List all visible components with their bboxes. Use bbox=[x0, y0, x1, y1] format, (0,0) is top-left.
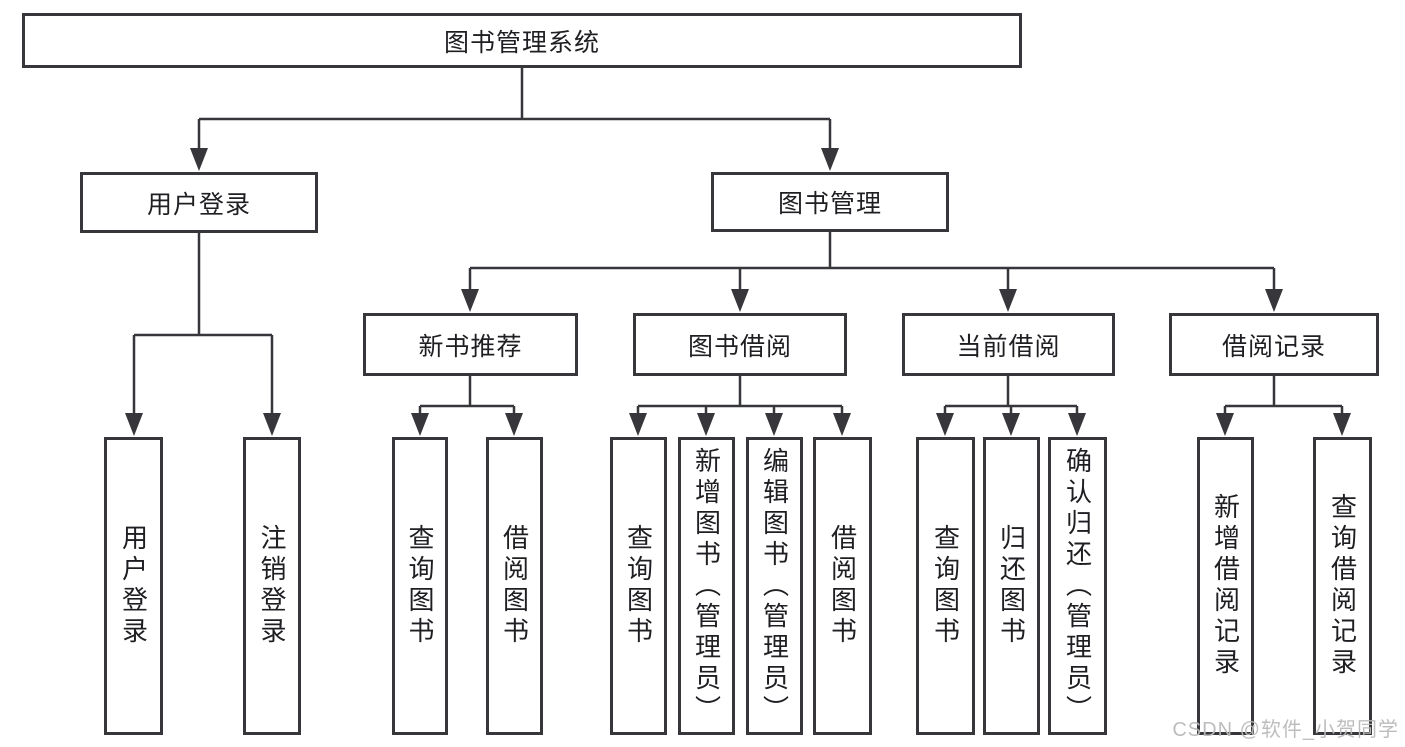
arrowhead-down-icon bbox=[697, 413, 715, 436]
arrowhead-down-icon bbox=[263, 413, 281, 436]
node-current-borrow: 当前借阅 bbox=[902, 313, 1115, 376]
connector-root-to-level2 bbox=[197, 68, 832, 152]
leaf-edit-books-admin-label: 编辑图书（管理员） bbox=[759, 446, 790, 726]
csdn-watermark: CSDN @软件_小贺同学 bbox=[1172, 719, 1399, 741]
leaf-borrow-books: 借阅图书 bbox=[813, 437, 872, 735]
leaf-query-borrow-record-label: 查询借阅记录 bbox=[1327, 493, 1358, 679]
arrowhead-down-icon bbox=[936, 413, 954, 436]
connector-borrow-records-to-leaves bbox=[1223, 376, 1344, 418]
node-book-borrow: 图书借阅 bbox=[633, 313, 847, 376]
leaf-add-borrow-record-label: 新增借阅记录 bbox=[1210, 493, 1241, 679]
connector-book-management-to-level3 bbox=[468, 232, 1276, 294]
arrowhead-down-icon bbox=[1333, 413, 1351, 436]
node-library-system-label: 图书管理系统 bbox=[443, 28, 600, 57]
arrowhead-down-icon bbox=[461, 289, 479, 312]
arrowhead-down-icon bbox=[629, 413, 647, 436]
leaf-confirm-return-admin: 确认归还（管理员） bbox=[1048, 437, 1107, 735]
arrowhead-down-icon bbox=[999, 289, 1017, 312]
arrowhead-down-icon bbox=[1002, 413, 1020, 436]
leaf-query-books-recommend: 查询图书 bbox=[392, 437, 448, 735]
node-borrow-records: 借阅记录 bbox=[1169, 313, 1379, 376]
leaf-logout-label: 注销登录 bbox=[257, 524, 287, 648]
arrowhead-down-icon bbox=[190, 148, 208, 171]
connector-current-borrow-to-leaves bbox=[943, 376, 1079, 418]
connector-book-borrow-to-leaves bbox=[636, 376, 844, 418]
arrowhead-down-icon bbox=[731, 289, 749, 312]
leaf-add-books-admin-label: 新增图书（管理员） bbox=[691, 446, 722, 726]
leaf-borrow-books-recommend-label: 借阅图书 bbox=[499, 524, 530, 648]
leaf-query-books-recommend-label: 查询图书 bbox=[405, 524, 435, 648]
node-book-management-label: 图书管理 bbox=[777, 190, 882, 218]
connector-new-book-recommend-to-leaves bbox=[418, 376, 516, 418]
leaf-return-books-label: 归还图书 bbox=[996, 524, 1027, 648]
leaf-borrow-books-label: 借阅图书 bbox=[827, 524, 858, 648]
node-book-borrow-label: 图书借阅 bbox=[687, 332, 792, 361]
leaf-edit-books-admin: 编辑图书（管理员） bbox=[746, 437, 803, 735]
leaf-query-books-borrow-label: 查询图书 bbox=[623, 524, 654, 648]
arrowhead-down-icon bbox=[1265, 289, 1283, 312]
arrowhead-down-icon bbox=[1068, 413, 1086, 436]
leaf-confirm-return-admin-label: 确认归还（管理员） bbox=[1062, 446, 1093, 726]
leaf-query-books-borrow: 查询图书 bbox=[610, 437, 667, 735]
arrowhead-down-icon bbox=[411, 413, 429, 436]
node-user-login-label: 用户登录 bbox=[146, 190, 251, 219]
leaf-user-login: 用户登录 bbox=[104, 437, 163, 735]
leaf-borrow-books-recommend: 借阅图书 bbox=[486, 437, 543, 735]
arrowhead-down-icon bbox=[765, 413, 783, 436]
node-borrow-records-label: 借阅记录 bbox=[1221, 332, 1326, 361]
arrowhead-down-icon bbox=[505, 413, 523, 436]
connector-user-login-to-leaves bbox=[132, 233, 274, 418]
node-book-management: 图书管理 bbox=[711, 172, 949, 232]
leaf-query-books-current: 查询图书 bbox=[916, 437, 975, 735]
arrowhead-down-icon bbox=[1216, 413, 1234, 436]
arrowhead-down-icon bbox=[833, 413, 851, 436]
leaf-query-books-current-label: 查询图书 bbox=[930, 524, 961, 648]
leaf-add-books-admin: 新增图书（管理员） bbox=[678, 437, 735, 735]
node-new-book-recommend-label: 新书推荐 bbox=[418, 332, 523, 361]
leaf-return-books: 归还图书 bbox=[983, 437, 1040, 735]
node-new-book-recommend: 新书推荐 bbox=[363, 313, 578, 376]
node-user-login: 用户登录 bbox=[80, 172, 318, 233]
leaf-query-borrow-record: 查询借阅记录 bbox=[1313, 437, 1372, 735]
node-library-system: 图书管理系统 bbox=[22, 13, 1022, 68]
arrowhead-down-icon bbox=[821, 148, 839, 171]
leaf-add-borrow-record: 新增借阅记录 bbox=[1197, 437, 1254, 735]
leaf-logout: 注销登录 bbox=[243, 437, 301, 735]
arrowhead-down-icon bbox=[125, 413, 143, 436]
node-current-borrow-label: 当前借阅 bbox=[956, 332, 1061, 361]
leaf-user-login-label: 用户登录 bbox=[118, 524, 149, 648]
